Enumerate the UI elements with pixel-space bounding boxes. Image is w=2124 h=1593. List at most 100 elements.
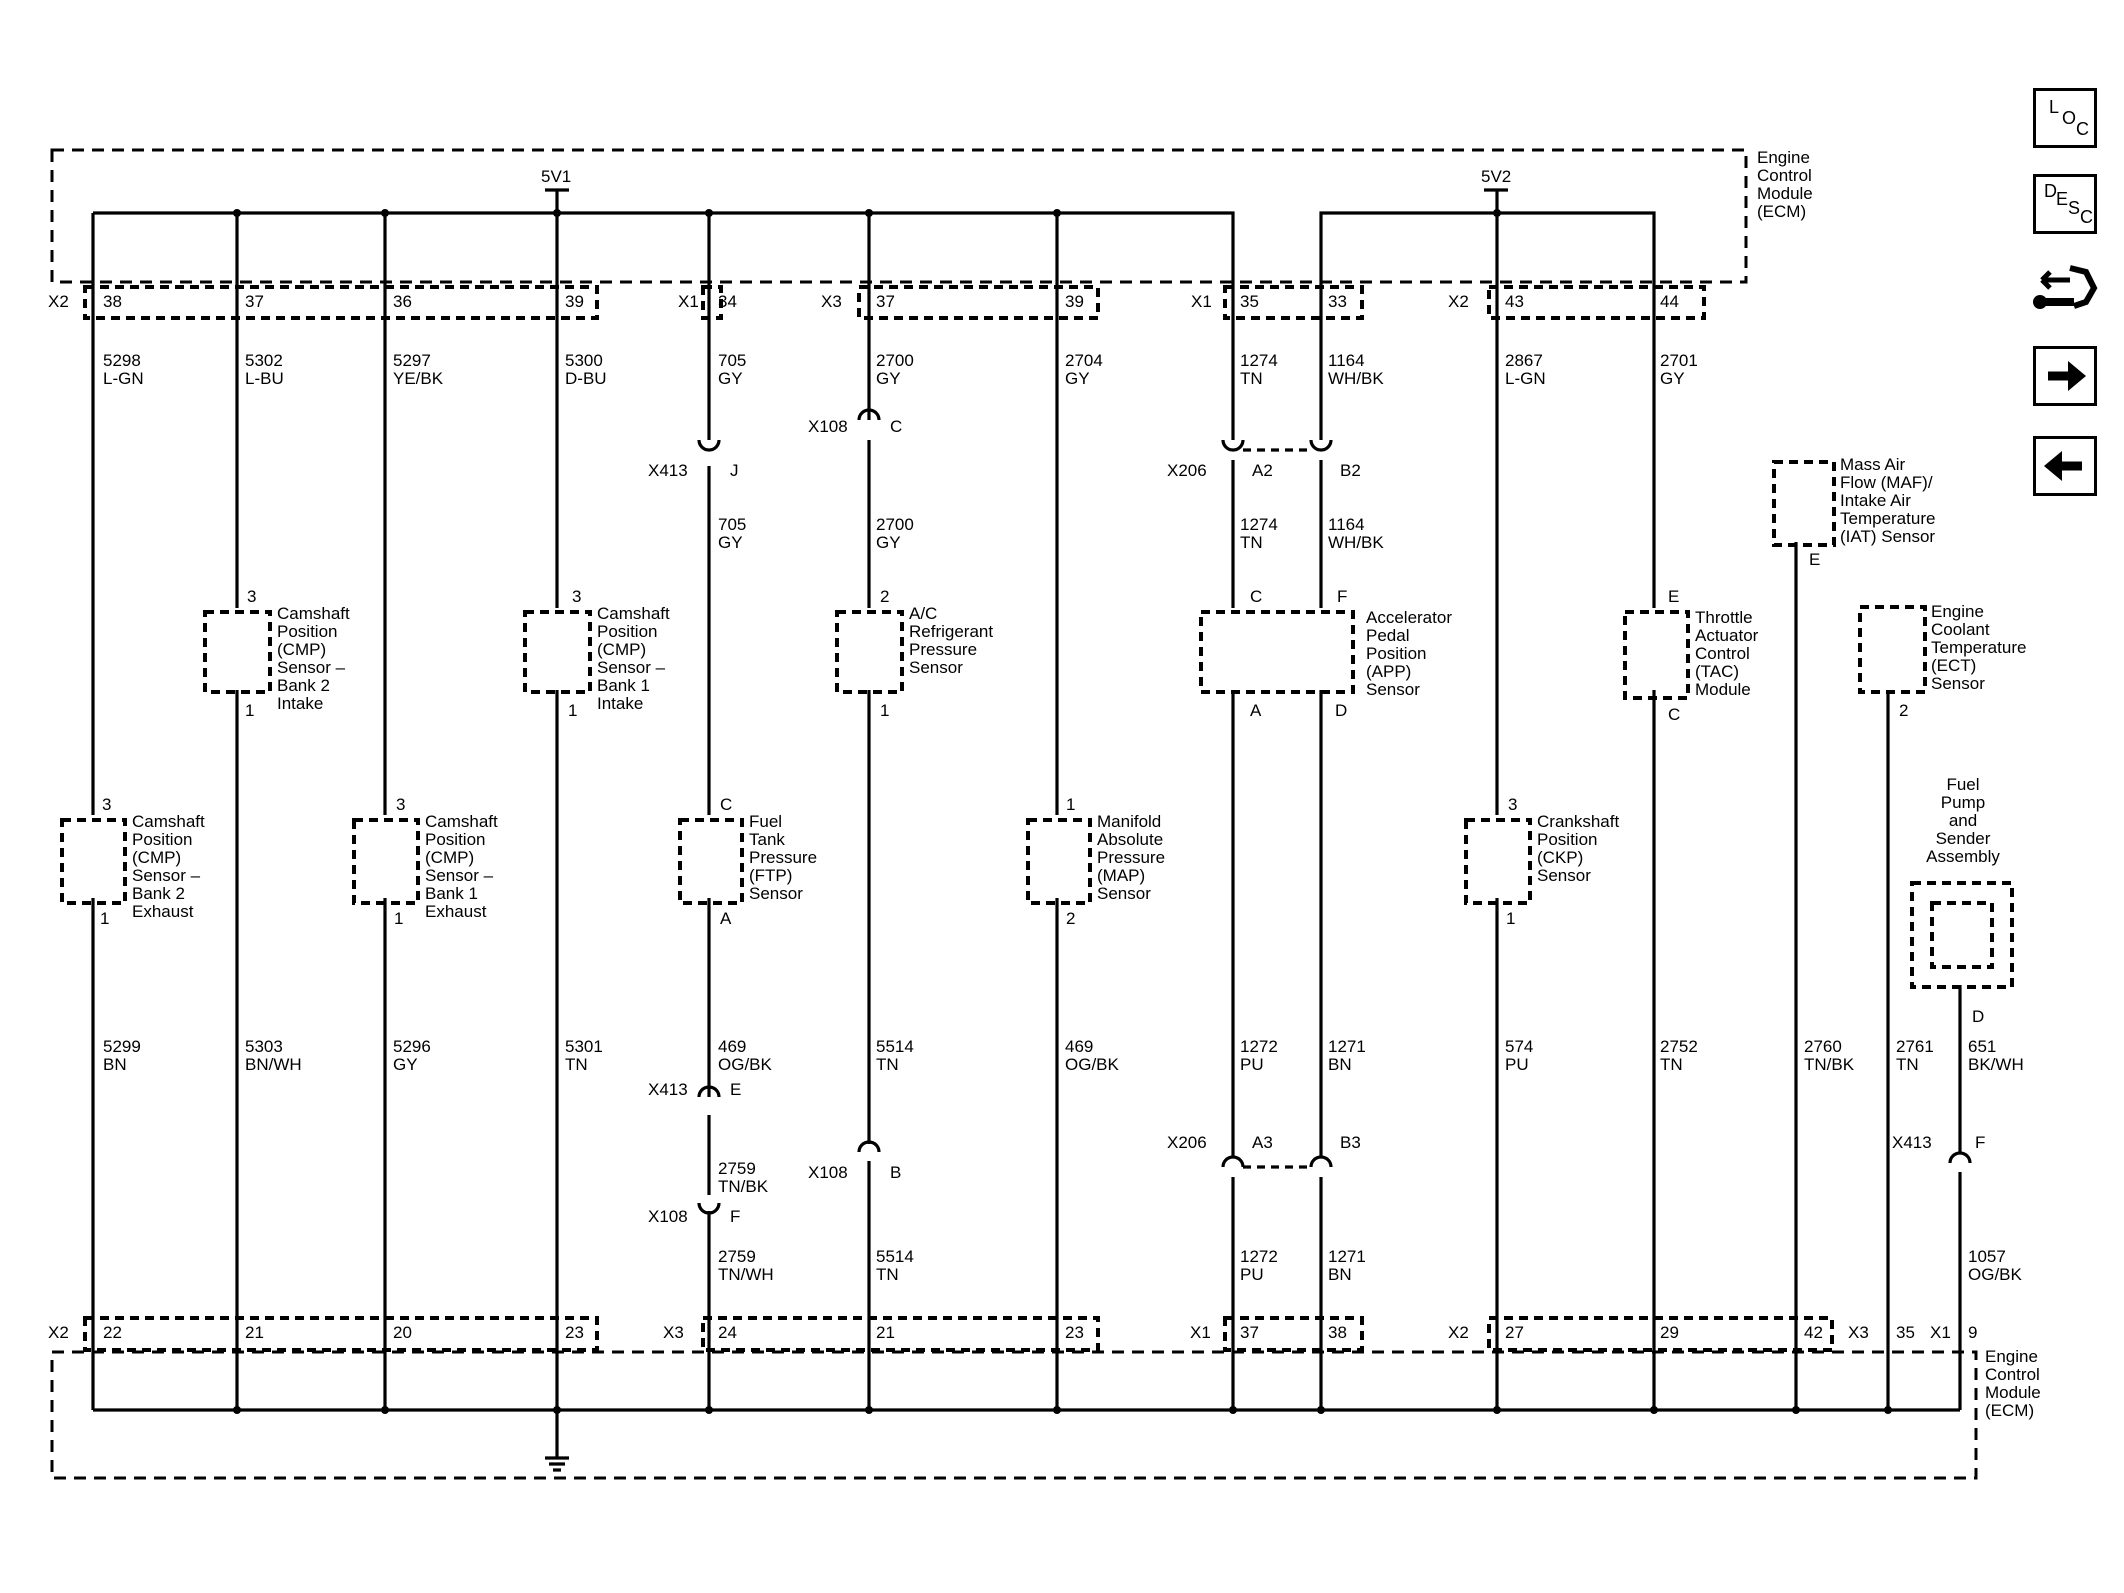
- svg-text:Pressure: Pressure: [1097, 848, 1165, 867]
- svg-text:39: 39: [565, 292, 584, 311]
- svg-text:A2: A2: [1252, 461, 1273, 480]
- svg-text:BN: BN: [103, 1055, 127, 1074]
- label-ftp: Fuel Tank Pressure (FTP) Sensor: [749, 812, 817, 903]
- back-button[interactable]: [2033, 436, 2097, 496]
- svg-text:A3: A3: [1252, 1133, 1273, 1152]
- svg-text:Crankshaft: Crankshaft: [1537, 812, 1619, 831]
- label-ac-pressure: A/C Refrigerant Pressure Sensor: [909, 604, 993, 677]
- svg-text:Position: Position: [1366, 644, 1426, 663]
- svg-text:X413: X413: [648, 461, 688, 480]
- svg-text:(CMP): (CMP): [132, 848, 181, 867]
- bottom-pin-labels: X2 22 21 20 23 X3 24 21 23 X1 37 38 X2 2…: [48, 1323, 1977, 1342]
- svg-text:TN/BK: TN/BK: [718, 1177, 769, 1196]
- svg-text:2752: 2752: [1660, 1037, 1698, 1056]
- svg-text:BN: BN: [1328, 1265, 1352, 1284]
- label-cmp-b2-intake: Camshaft Position (CMP) Sensor – Bank 2 …: [277, 604, 350, 713]
- svg-text:WH/BK: WH/BK: [1328, 369, 1384, 388]
- svg-text:Absolute: Absolute: [1097, 830, 1163, 849]
- svg-text:C: C: [1668, 705, 1680, 724]
- svg-text:E: E: [1809, 550, 1820, 569]
- svg-text:and: and: [1949, 811, 1977, 830]
- svg-text:(CMP): (CMP): [277, 640, 326, 659]
- svg-text:B2: B2: [1340, 461, 1361, 480]
- svg-text:2761: 2761: [1896, 1037, 1934, 1056]
- top-connector-boxes: [83, 285, 1706, 320]
- svg-text:20: 20: [393, 1323, 412, 1342]
- svg-text:469: 469: [718, 1037, 746, 1056]
- svg-text:1272: 1272: [1240, 1037, 1278, 1056]
- svg-text:Intake: Intake: [277, 694, 323, 713]
- label-ect: Engine Coolant Temperature (ECT) Sensor: [1931, 602, 2026, 693]
- svg-text:PU: PU: [1240, 1055, 1264, 1074]
- svg-text:Bank 1: Bank 1: [597, 676, 650, 695]
- svg-text:YE/BK: YE/BK: [393, 369, 444, 388]
- svg-text:5514: 5514: [876, 1037, 914, 1056]
- svg-text:27: 27: [1505, 1323, 1524, 1342]
- svg-text:TN: TN: [1660, 1055, 1683, 1074]
- svg-text:F: F: [730, 1207, 740, 1226]
- svg-text:2701: 2701: [1660, 351, 1698, 370]
- svg-text:Assembly: Assembly: [1926, 847, 2000, 866]
- desc-letter-d: D: [2044, 181, 2057, 201]
- svg-text:5299: 5299: [103, 1037, 141, 1056]
- svg-text:Camshaft: Camshaft: [597, 604, 670, 623]
- svg-text:3: 3: [1508, 795, 1517, 814]
- svg-text:Accelerator: Accelerator: [1366, 608, 1452, 627]
- svg-text:OG/BK: OG/BK: [718, 1055, 773, 1074]
- svg-text:Sender: Sender: [1936, 829, 1991, 848]
- svg-text:Position: Position: [277, 622, 337, 641]
- svg-text:469: 469: [1065, 1037, 1093, 1056]
- loc-button[interactable]: L O C: [2033, 88, 2097, 148]
- svg-text:Sensor: Sensor: [1537, 866, 1591, 885]
- svg-text:43: 43: [1505, 292, 1524, 311]
- power-5v1: 5V1: [541, 167, 571, 186]
- label-ckp: Crankshaft Position (CKP) Sensor: [1537, 812, 1619, 885]
- ground-symbol: [545, 1450, 569, 1472]
- svg-text:Position: Position: [132, 830, 192, 849]
- svg-text:Control: Control: [1757, 166, 1812, 185]
- desc-letter-e: E: [2056, 189, 2069, 209]
- svg-text:TN: TN: [876, 1265, 899, 1284]
- svg-text:2700: 2700: [876, 515, 914, 534]
- svg-text:5296: 5296: [393, 1037, 431, 1056]
- svg-text:BN/WH: BN/WH: [245, 1055, 302, 1074]
- svg-text:TN: TN: [1240, 533, 1263, 552]
- svg-text:9: 9: [1968, 1323, 1977, 1342]
- svg-text:Exhaust: Exhaust: [425, 902, 487, 921]
- svg-text:Throttle: Throttle: [1695, 608, 1753, 627]
- svg-text:36: 36: [393, 292, 412, 311]
- svg-text:Camshaft: Camshaft: [277, 604, 350, 623]
- svg-text:1274: 1274: [1240, 515, 1278, 534]
- svg-text:1: 1: [1066, 795, 1075, 814]
- label-cmp-b2-exhaust: Camshaft Position (CMP) Sensor – Bank 2 …: [132, 812, 205, 921]
- svg-text:1272: 1272: [1240, 1247, 1278, 1266]
- svg-text:WH/BK: WH/BK: [1328, 533, 1384, 552]
- svg-text:21: 21: [245, 1323, 264, 1342]
- svg-text:3: 3: [572, 587, 581, 606]
- svg-text:1271: 1271: [1328, 1037, 1366, 1056]
- svg-text:C: C: [720, 795, 732, 814]
- arrow-left-icon: [2044, 451, 2082, 481]
- svg-text:F: F: [1337, 587, 1347, 606]
- svg-text:Camshaft: Camshaft: [425, 812, 498, 831]
- svg-text:GY: GY: [718, 369, 743, 388]
- svg-text:3: 3: [102, 795, 111, 814]
- svg-text:C: C: [1250, 587, 1262, 606]
- svg-text:2760: 2760: [1804, 1037, 1842, 1056]
- desc-button[interactable]: D E S C: [2033, 174, 2097, 234]
- tools-icon[interactable]: [2030, 258, 2100, 322]
- svg-text:1164: 1164: [1328, 351, 1365, 370]
- svg-text:X108: X108: [808, 417, 848, 436]
- svg-text:X206: X206: [1167, 461, 1207, 480]
- svg-text:Module: Module: [1757, 184, 1813, 203]
- svg-text:Sensor –: Sensor –: [132, 866, 201, 885]
- svg-text:44: 44: [1660, 292, 1679, 311]
- svg-text:38: 38: [103, 292, 122, 311]
- loc-letter-l: L: [2049, 97, 2060, 117]
- svg-text:Position: Position: [1537, 830, 1597, 849]
- forward-button[interactable]: [2033, 346, 2097, 406]
- 5v1-bus: [93, 211, 1235, 300]
- svg-text:X3: X3: [821, 292, 842, 311]
- svg-text:Exhaust: Exhaust: [132, 902, 194, 921]
- svg-text:Pressure: Pressure: [909, 640, 977, 659]
